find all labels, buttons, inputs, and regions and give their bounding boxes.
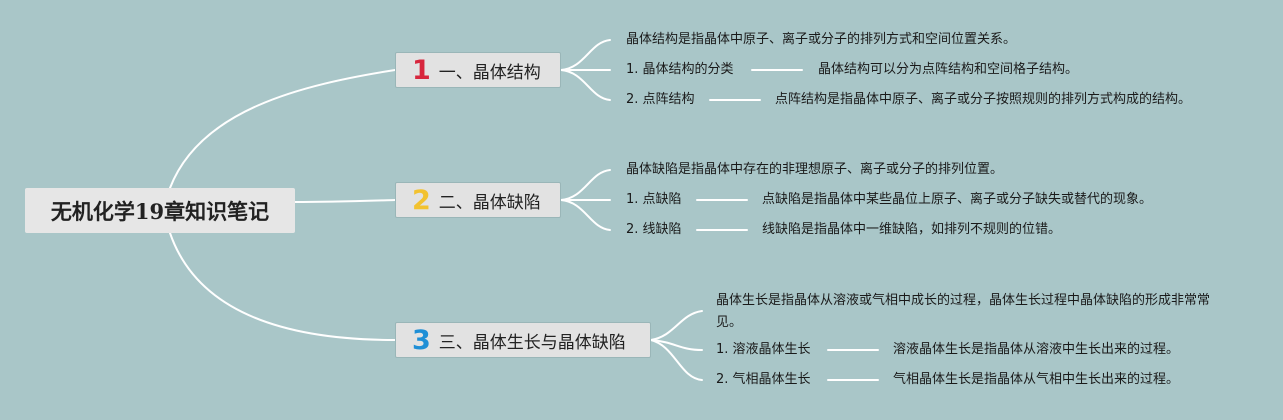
branch-2-item-2-label: 2. 线缺陷 [626,222,682,237]
branch-label-3: 三、晶体生长与晶体缺陷 [438,332,626,353]
branch-2-item-1-label: 1. 点缺陷 [626,192,682,207]
branch-node-1[interactable]: 1 一、晶体结构 [395,52,561,88]
branch-1-item-2-detail: 点阵结构是指晶体中原子、离子或分子按照规则的排列方式构成的结构。 [775,92,1192,107]
connector-b3-item1 [650,339,703,351]
branch-2-item-2-detail: 线缺陷是指晶体中一维缺陷，如排列不规则的位错。 [762,222,1062,237]
connector-root-branch-2 [294,199,396,203]
connector-b3-intro [650,310,703,341]
connector-b3-item2 [650,339,703,381]
connector-b1-intro [560,39,611,71]
branch-2-intro: 晶体缺陷是指晶体中存在的非理想原子、离子或分子的排列位置。 [626,162,1004,177]
root-node[interactable]: 无机化学19章知识笔记 [25,188,295,233]
branch-3-item-1-detail: 溶液晶体生长是指晶体从溶液中生长出来的过程。 [893,342,1180,357]
branch-2-item-1-detail: 点缺陷是指晶体中某些晶位上原子、离子或分子缺失或替代的现象。 [762,192,1153,207]
branch-1-item-2-label: 2. 点阵结构 [626,92,695,107]
branch-1-item-1-detail: 晶体结构可以分为点阵结构和空间格子结构。 [818,62,1079,77]
connector-b2-intro [560,169,611,201]
connector-b1-item2 [560,69,611,101]
root-title: 无机化学19章知识笔记 [50,198,270,224]
branch-number-2: 2 [412,184,431,216]
branch-1-item-1-label: 1. 晶体结构的分类 [626,62,734,77]
branch-3-item-2-detail: 气相晶体生长是指晶体从气相中生长出来的过程。 [893,372,1180,387]
branch-node-2[interactable]: 2 二、晶体缺陷 [395,182,561,218]
branch-label-1: 一、晶体结构 [438,62,541,83]
branch-node-3[interactable]: 3 三、晶体生长与晶体缺陷 [395,322,651,358]
branch-label-2: 二、晶体缺陷 [438,192,541,213]
connector-b2-item2 [560,199,611,231]
branch-1-intro: 晶体结构是指晶体中原子、离子或分子的排列方式和空间位置关系。 [626,32,1017,47]
connector-root-branch-1 [169,69,396,189]
connector-root-branch-3 [169,232,396,341]
branch-3-item-2-label: 2. 气相晶体生长 [716,372,811,387]
branch-3-item-1-label: 1. 溶液晶体生长 [716,342,811,357]
branch-number-1: 1 [412,54,431,86]
branch-3-intro: 晶体生长是指晶体从溶液或气相中成长的过程，晶体生长过程中晶体缺陷的形成非常常见。 [716,293,1211,330]
branch-number-3: 3 [412,324,431,356]
